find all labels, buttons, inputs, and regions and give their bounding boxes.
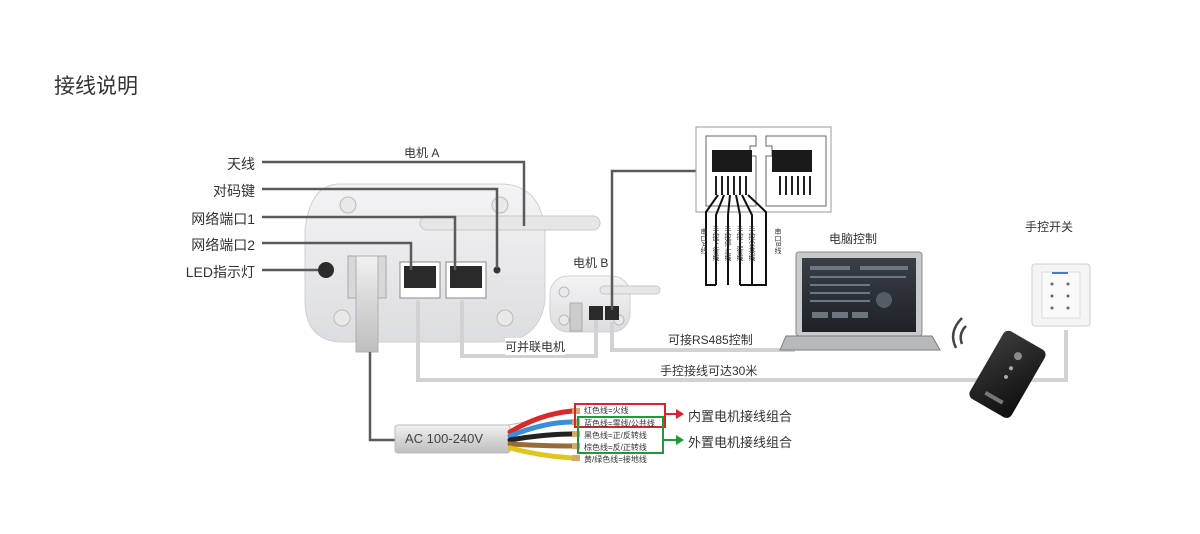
label-motor-a: 电机 A: [404, 146, 440, 160]
wire-red-label: 红色线=火线: [584, 406, 629, 415]
laptop-image: [779, 251, 941, 351]
motor-b-body: [549, 275, 661, 333]
label-rs485: 可接RS485控制: [668, 333, 753, 347]
wire-black-label: 黑色线=正/反转线: [584, 431, 647, 440]
leader-lines: [262, 160, 696, 442]
remote-image: [951, 317, 1046, 418]
signal-cables: [416, 300, 1068, 382]
label-net-port2: 网络端口2: [191, 237, 255, 253]
pin-label-3: 手控停止线: [724, 226, 731, 261]
pin-label-1: 串口A线: [700, 228, 707, 254]
label-motor-b: 电机 B: [573, 256, 609, 270]
label-pc-control: 电脑控制: [829, 232, 878, 246]
label-net-port1: 网络端口1: [191, 211, 255, 227]
wall-switch-image: [1031, 263, 1091, 327]
pin-label-5: 手控公共线: [748, 226, 755, 261]
label-internal-group: 内置电机接线组合: [688, 409, 793, 424]
label-pair-key: 对码键: [213, 183, 255, 199]
label-parallel: 可并联电机: [505, 338, 566, 355]
group-boxes: [574, 403, 684, 454]
pin-label-2: 手控下行线: [712, 226, 719, 261]
page-title: 接线说明: [54, 75, 138, 98]
label-ac: AC 100-240V: [405, 431, 484, 446]
rj-jack-block: [695, 126, 832, 286]
wire-yellow-label: 黄/绿色线=接地线: [584, 455, 647, 464]
label-external-group: 外置电机接线组合: [688, 435, 793, 450]
label-led: LED指示灯: [185, 264, 255, 280]
ac-power-cable: [394, 408, 580, 461]
pin-label-6: 串口B线: [774, 228, 781, 254]
label-antenna: 天线: [227, 156, 255, 172]
wire-brown-label: 棕色线=反/正转线: [584, 443, 647, 452]
motor-a-body: [304, 183, 601, 353]
label-hand-line: 手控接线可达30米: [660, 364, 758, 378]
wire-blue-label: 蓝色线=零线/公共线: [584, 419, 655, 428]
pin-label-4: 手控上行线: [736, 226, 743, 261]
label-hand-switch: 手控开关: [1025, 220, 1074, 234]
